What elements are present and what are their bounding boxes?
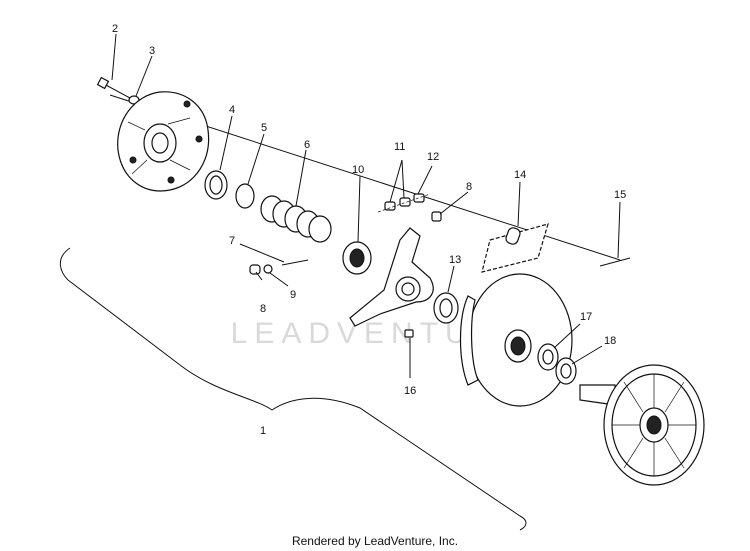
part-nut xyxy=(404,329,414,338)
callout-labels: 2 3 4 5 6 7 8 9 10 11 12 8 13 14 15 16 1… xyxy=(112,23,626,437)
part-spring xyxy=(260,195,332,243)
part-fixed-sheave xyxy=(579,364,705,486)
part-roller-bushing xyxy=(342,241,372,275)
callout-16: 16 xyxy=(404,385,416,397)
callout-3: 3 xyxy=(149,45,155,57)
callout-7: 7 xyxy=(229,235,235,247)
callout-6: 6 xyxy=(304,139,310,151)
callout-8-upper: 8 xyxy=(466,181,472,193)
part-roller-upper xyxy=(431,211,442,222)
callout-11: 11 xyxy=(394,141,405,153)
callout-12: 12 xyxy=(427,151,439,163)
part-bushing-18 xyxy=(555,357,577,385)
part-bolt xyxy=(96,76,131,99)
leader-lines xyxy=(111,33,621,378)
callout-5: 5 xyxy=(261,122,267,134)
part-snap-ring xyxy=(235,183,255,209)
part-roller xyxy=(249,264,273,275)
callout-15: 15 xyxy=(614,189,626,201)
part-pin xyxy=(281,259,309,266)
callout-1: 1 xyxy=(260,425,266,437)
callout-4: 4 xyxy=(229,104,235,116)
part-washer-13 xyxy=(433,292,459,324)
callout-18: 18 xyxy=(604,335,616,347)
part-movable-sheave xyxy=(459,273,573,407)
part-cover-plate xyxy=(117,91,210,192)
footer-credit: Rendered by LeadVenture, Inc. xyxy=(291,534,459,548)
assembly-bracket xyxy=(59,247,527,531)
part-bushing xyxy=(204,170,228,200)
callout-17: 17 xyxy=(580,311,592,323)
part-bushing-17 xyxy=(537,343,559,371)
part-shaft-pin xyxy=(599,257,631,267)
callout-10: 10 xyxy=(352,164,364,176)
callout-8-lower: 8 xyxy=(260,303,266,315)
callout-13: 13 xyxy=(449,254,461,266)
part-spider xyxy=(349,227,434,327)
callout-14: 14 xyxy=(514,169,526,181)
part-weights xyxy=(377,193,431,213)
part-decal xyxy=(481,223,549,273)
callout-2: 2 xyxy=(112,23,118,35)
callout-9: 9 xyxy=(290,289,296,301)
